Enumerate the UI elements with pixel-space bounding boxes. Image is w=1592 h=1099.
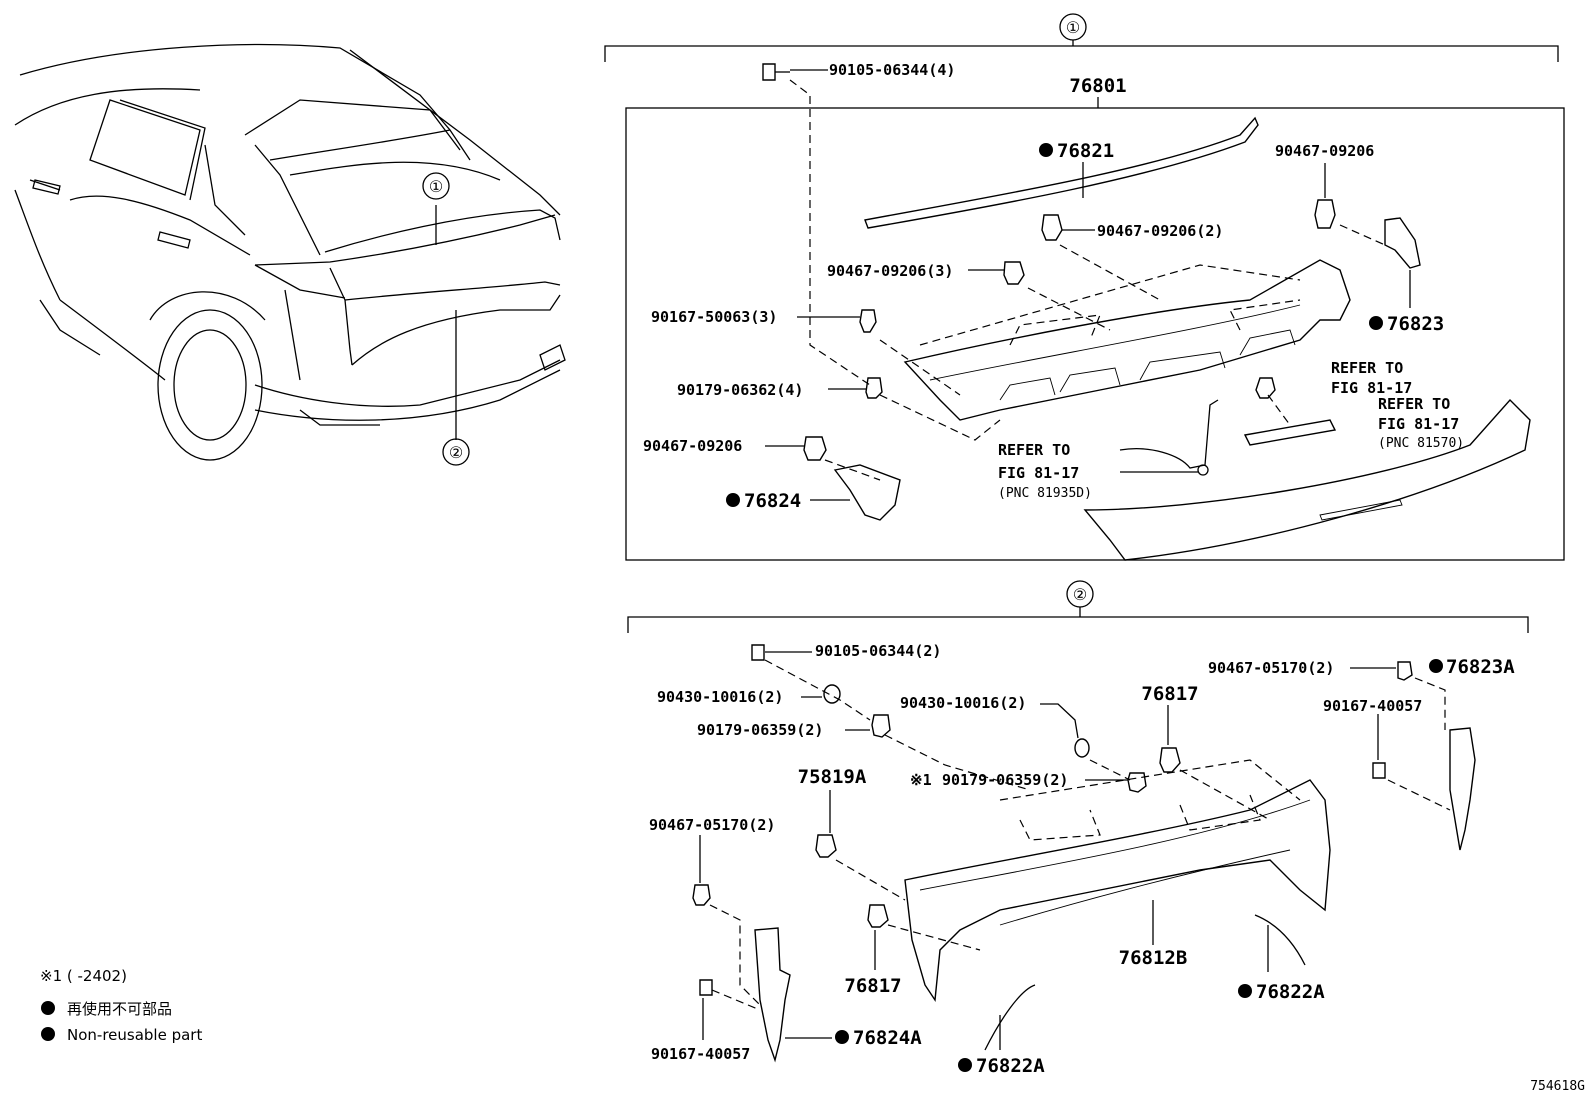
- svg-text:①: ①: [1066, 18, 1080, 37]
- group-2-header: ②: [627, 580, 1529, 633]
- label-90105-06344-2: 90105-06344(2): [815, 642, 941, 660]
- legend-jp: 再使用不可部品: [67, 1000, 172, 1018]
- refer-c-line3: (PNC 81935D): [998, 486, 1092, 501]
- group-1-header: ①: [604, 13, 1559, 62]
- note-mark-1: ※1: [910, 771, 932, 789]
- non-reusable-mark: [1429, 659, 1443, 673]
- label-90467-09206-a: 90467-09206: [1275, 142, 1374, 160]
- group-1-labels: 90105-06344(4) 76801 76821 90467-09206 9…: [643, 61, 1464, 512]
- label-76823: 76823: [1387, 313, 1444, 335]
- group-1-frame: [625, 107, 1565, 561]
- vehicle-callout-2: ②: [442, 438, 470, 466]
- label-76822A-b: 76822A: [976, 1055, 1045, 1077]
- label-76822A-a: 76822A: [1256, 981, 1325, 1003]
- svg-text:②: ②: [449, 443, 463, 462]
- non-reusable-mark: [1238, 984, 1252, 998]
- label-76824A: 76824A: [853, 1027, 922, 1049]
- label-90467-05170-2b: 90467-05170(2): [649, 816, 775, 834]
- refer-a-line1: REFER TO: [1331, 359, 1403, 377]
- svg-text:①: ①: [429, 177, 443, 196]
- label-75819A: 75819A: [798, 766, 867, 788]
- label-90167-40057-b: 90167-40057: [651, 1045, 750, 1063]
- label-90167-40057-a: 90167-40057: [1323, 697, 1422, 715]
- svg-text:②: ②: [1073, 585, 1087, 604]
- label-76817-a: 76817: [1141, 683, 1198, 705]
- non-reusable-mark: [1039, 143, 1053, 157]
- group-1-parts: [762, 63, 1531, 561]
- refer-b-line3: (PNC 81570): [1378, 436, 1464, 451]
- label-90105-06344-4: 90105-06344(4): [829, 61, 955, 79]
- group-2-dashed-lines: [709, 659, 1451, 1011]
- legend-note: ※1 ( -2402): [40, 967, 127, 985]
- label-90167-50063-3: 90167-50063(3): [651, 308, 777, 326]
- label-90467-05170-2a: 90467-05170(2): [1208, 659, 1334, 677]
- refer-b-line2: FIG 81-17: [1378, 415, 1459, 433]
- label-90467-09206-b: 90467-09206: [643, 437, 742, 455]
- label-90430-10016-2a: 90430-10016(2): [657, 688, 783, 706]
- label-90179-06359-2a: 90179-06359(2): [697, 721, 823, 739]
- label-90430-10016-2b: 90430-10016(2): [900, 694, 1026, 712]
- refer-b-line1: REFER TO: [1378, 395, 1450, 413]
- label-76812B: 76812B: [1119, 947, 1188, 969]
- legend-bullet-icon: [41, 1027, 55, 1041]
- group-2-leaders: [699, 651, 1396, 1050]
- vehicle-illustration: [14, 43, 566, 461]
- refer-c-line2: FIG 81-17: [998, 464, 1079, 482]
- label-90467-09206-2: 90467-09206(2): [1097, 222, 1223, 240]
- vehicle-callout-1: ①: [422, 172, 450, 200]
- legend-bullet-icon: [41, 1001, 55, 1015]
- non-reusable-mark: [835, 1030, 849, 1044]
- label-76823A: 76823A: [1446, 656, 1515, 678]
- non-reusable-mark: [726, 493, 740, 507]
- label-76801: 76801: [1069, 75, 1126, 97]
- legend: ※1 ( -2402) 再使用不可部品 Non-reusable part: [40, 967, 202, 1044]
- group-2-labels: 90105-06344(2) 90430-10016(2) 90179-0635…: [649, 642, 1515, 1077]
- legend-en: Non-reusable part: [67, 1026, 202, 1044]
- non-reusable-mark: [1369, 316, 1383, 330]
- label-76817-b: 76817: [844, 975, 901, 997]
- label-90179-06362-4: 90179-06362(4): [677, 381, 803, 399]
- label-76824: 76824: [744, 490, 801, 512]
- group-1-leaders: [765, 162, 1411, 501]
- label-90467-09206-3: 90467-09206(3): [827, 262, 953, 280]
- refer-a-line2: FIG 81-17: [1331, 379, 1412, 397]
- group-1-dashed-lines: [789, 79, 1386, 481]
- refer-c-line1: REFER TO: [998, 441, 1070, 459]
- label-76821: 76821: [1057, 140, 1114, 162]
- non-reusable-mark: [958, 1058, 972, 1072]
- label-90179-06359-2b: 90179-06359(2): [942, 771, 1068, 789]
- figure-id: 754618G: [1530, 1079, 1585, 1094]
